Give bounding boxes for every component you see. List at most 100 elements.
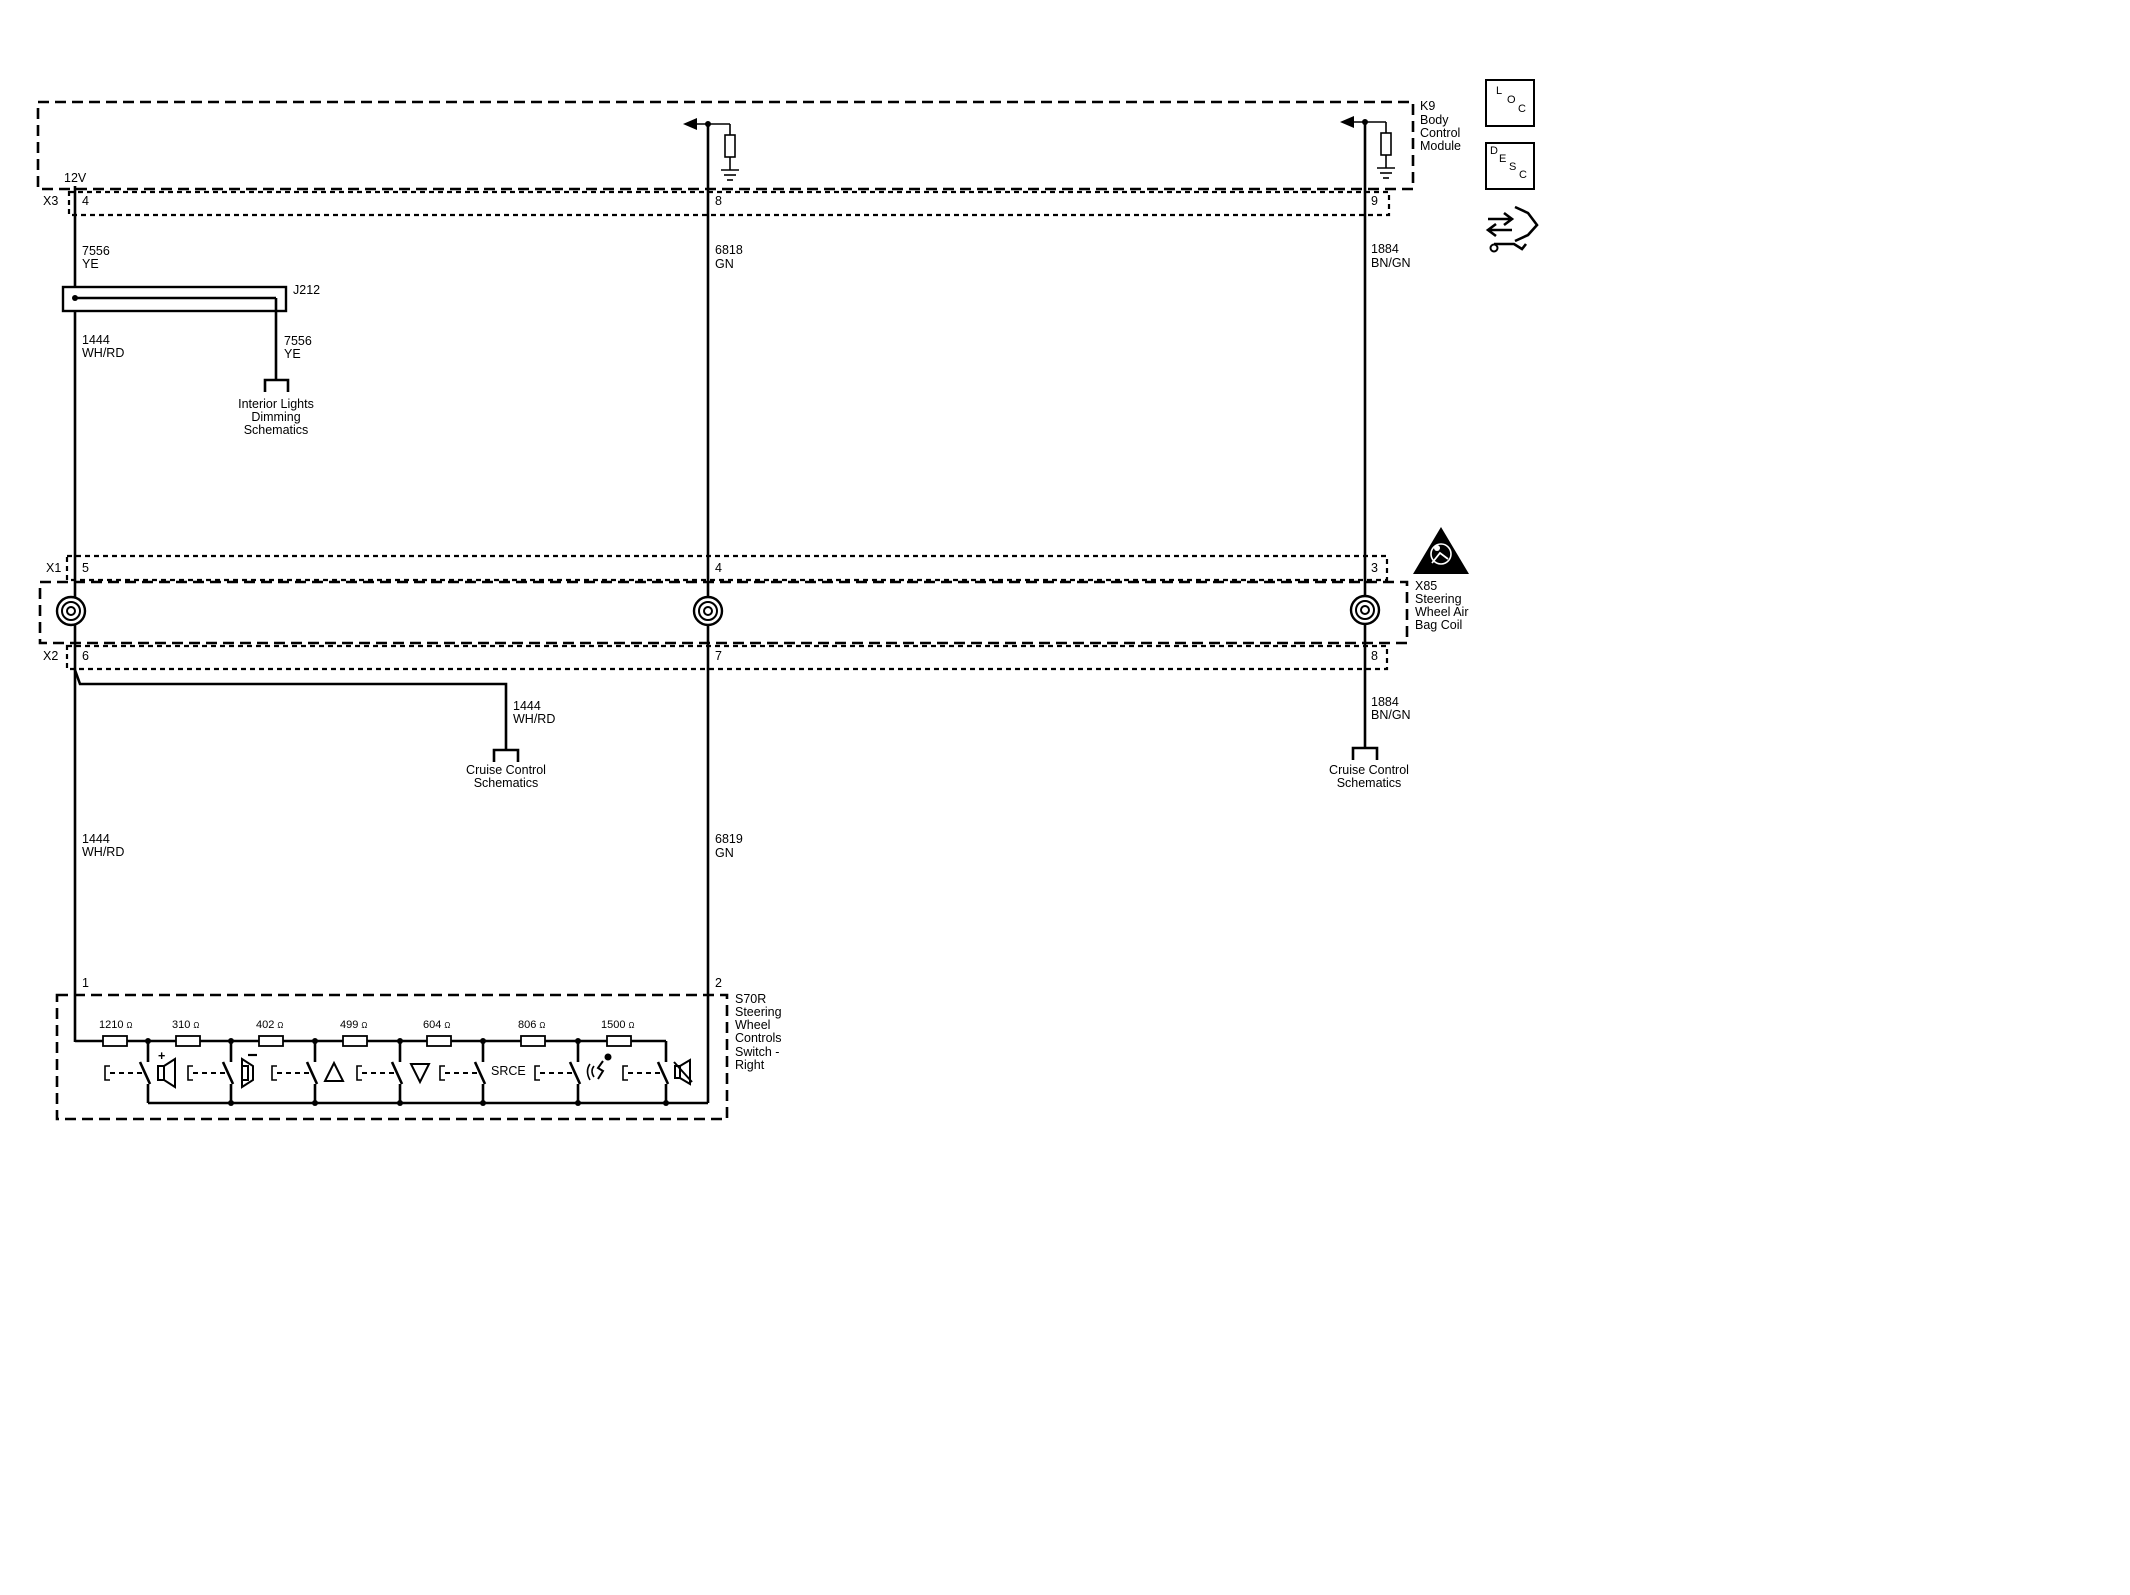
svg-text:310 Ω: 310 Ω [172, 1019, 199, 1031]
connector-repair-icon[interactable] [1485, 205, 1539, 253]
k9-name-line1: Body [1420, 113, 1449, 127]
x2-connector [65, 644, 1389, 671]
switch-seek-down[interactable] [356, 1041, 431, 1103]
desc-letter-c: C [1519, 169, 1527, 181]
k9-module-boundary [36, 100, 1415, 191]
x3-ref: X3 [43, 194, 58, 208]
wire-7556-circuit: 7556 [82, 244, 110, 258]
svg-text:806 Ω: 806 Ω [518, 1019, 545, 1031]
x85-name-line3: Bag Coil [1415, 618, 1462, 632]
clockspring-coil-icon [692, 595, 724, 627]
pulldown-resistor [1380, 132, 1392, 156]
desc-letter-e: E [1499, 153, 1507, 165]
s70r-name-line5: Right [735, 1058, 765, 1072]
loc-letter-c: C [1518, 103, 1526, 115]
voice-icon [586, 1053, 612, 1081]
up-arrow-icon [323, 1060, 345, 1082]
wire-1884-color: BN/GN [1371, 256, 1411, 270]
x3-pin-4: 4 [82, 194, 89, 208]
x1-connector [65, 554, 1389, 582]
wire-1444-circuit: 1444 [82, 333, 110, 347]
resistor-604: 604 Ω [423, 1019, 452, 1047]
wire-6818-color: GN [715, 257, 734, 271]
resistor-402: 402 Ω [256, 1019, 284, 1047]
desc-button-icon[interactable]: D E S C [1485, 142, 1535, 190]
cruise-right-line1: Cruise Control [1329, 763, 1409, 777]
x1-pin-4: 4 [715, 561, 722, 575]
k9-name-line2: Control [1420, 126, 1460, 140]
interior-ref-line2: Dimming [251, 410, 300, 424]
s70r-name-line4: Switch - [735, 1045, 779, 1059]
wire-6819-color: GN [715, 846, 734, 860]
airbag-warning-icon [1413, 527, 1469, 574]
x3-connector [67, 190, 1391, 217]
loc-letter-l: L [1496, 85, 1503, 97]
down-arrow-icon [409, 1063, 431, 1085]
x85-ref: X85 [1415, 579, 1437, 593]
x85-module-boundary [38, 580, 1409, 645]
ground-icon [721, 169, 739, 181]
wire-1444-branch [73, 669, 508, 750]
wire-1884b-color: BN/GN [1371, 708, 1411, 722]
k9-name-line3: Module [1420, 139, 1461, 153]
speaker-icon: + [157, 1049, 176, 1089]
speaker-icon [241, 1053, 257, 1089]
desc-letter-d: D [1490, 145, 1498, 157]
s70r-module-boundary [55, 993, 729, 1121]
interior-lights-reference[interactable]: Interior Lights Dimming Schematics [238, 378, 314, 437]
x2-ref: X2 [43, 649, 58, 663]
s70r-name-line2: Wheel [735, 1018, 770, 1032]
x1-ref: X1 [46, 561, 61, 575]
wire-6818-circuit: 6818 [715, 243, 743, 257]
x1-pin-5: 5 [82, 561, 89, 575]
wire-1884-circuit: 1884 [1371, 242, 1399, 256]
resistor-806: 806 Ω [518, 1019, 546, 1047]
s70r-name-line1: Steering [735, 1005, 782, 1019]
splice-ref: J212 [293, 283, 320, 297]
switch-volume-down[interactable] [187, 1041, 257, 1103]
x85-name-line1: Steering [1415, 592, 1462, 606]
x3-pin-9: 9 [1371, 194, 1378, 208]
cruise-control-reference-right[interactable]: Cruise Control Schematics [1329, 746, 1409, 790]
switch-voice[interactable] [534, 1041, 612, 1103]
s70r-ref: S70R [735, 992, 766, 1006]
voltage-label: 12V [64, 171, 87, 185]
wire-6819-circuit: 6819 [715, 832, 743, 846]
loc-button-icon[interactable]: L O C [1485, 79, 1535, 127]
wire-1444c-color: WH/RD [82, 845, 124, 859]
s70r-pin-1: 1 [82, 976, 89, 990]
wire-1884b-circuit: 1884 [1371, 695, 1399, 709]
wire-7556-color: YE [82, 257, 99, 271]
wire-1444b-color: WH/RD [513, 712, 555, 726]
resistor-499: 499 Ω [340, 1019, 368, 1047]
x2-pin-6: 6 [82, 649, 89, 663]
clockspring-coil-icon [1349, 594, 1381, 626]
srce-label: SRCE [491, 1064, 526, 1078]
interior-ref-line3: Schematics [244, 423, 309, 437]
switch-volume-up[interactable]: + [104, 1041, 176, 1103]
switch-mute[interactable] [622, 1041, 693, 1103]
ground-icon [1377, 167, 1395, 179]
cruise-control-reference-mid[interactable]: Cruise Control Schematics [466, 748, 546, 790]
switch-source[interactable]: SRCE [439, 1041, 526, 1103]
resistor-310: 310 Ω [172, 1019, 201, 1047]
switch-seek-up[interactable] [271, 1041, 345, 1103]
clockspring-coil-icon [55, 595, 87, 627]
svg-text:604 Ω: 604 Ω [423, 1019, 450, 1031]
resistor-1210: 1210 Ω [99, 1019, 133, 1047]
mute-icon [673, 1058, 693, 1086]
svg-text:402 Ω: 402 Ω [256, 1019, 283, 1031]
wire-1444-color: WH/RD [82, 346, 124, 360]
svg-text:1210 Ω: 1210 Ω [99, 1019, 133, 1031]
k9-pullup-circuit-9 [1340, 116, 1395, 179]
wire-1444c-circuit: 1444 [82, 832, 110, 846]
s70r-name-line3: Controls [735, 1031, 782, 1045]
x2-pin-7: 7 [715, 649, 722, 663]
wiring-diagram: K9 Body Control Module 12V X3 4 8 9 [36, 99, 1539, 1121]
s70r-pin-2: 2 [715, 976, 722, 990]
loc-letter-o: O [1507, 94, 1516, 106]
x3-pin-8: 8 [715, 194, 722, 208]
svg-text:+: + [158, 1049, 165, 1063]
pulldown-resistor [724, 134, 736, 158]
wire-1444b-circuit: 1444 [513, 699, 541, 713]
